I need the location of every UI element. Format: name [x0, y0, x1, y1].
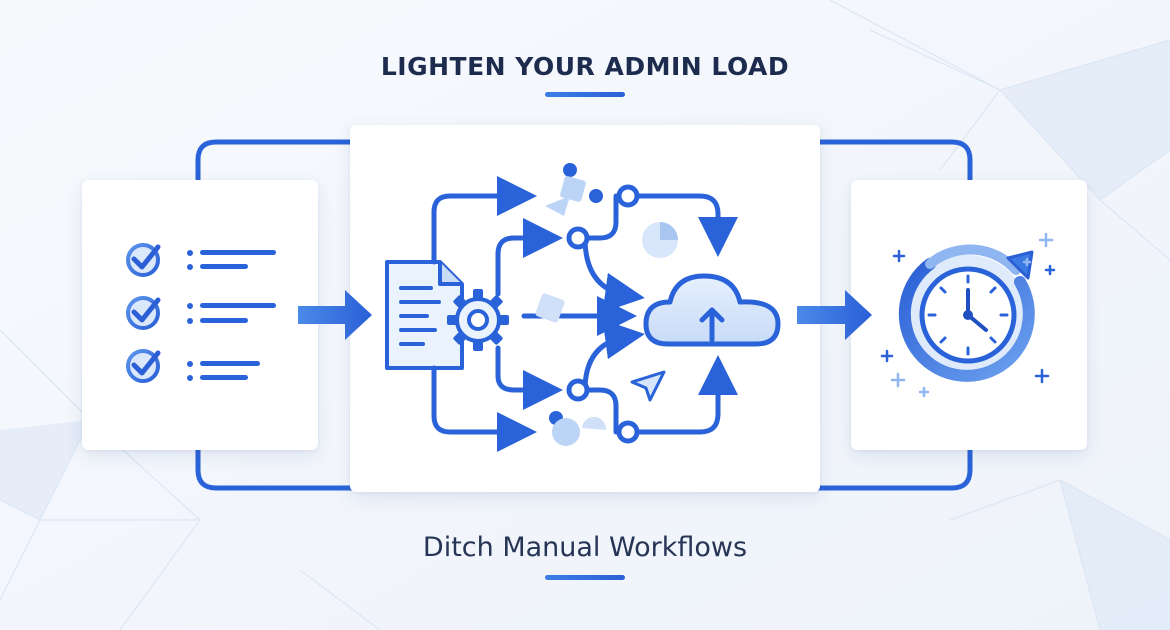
- page-title: LIGHTEN YOUR ADMIN LOAD: [380, 52, 790, 81]
- title-underline: [545, 92, 625, 97]
- sparkle-icon: [880, 232, 1056, 398]
- page-subtitle: Ditch Manual Workflows: [422, 532, 748, 563]
- pie-chart-icon: [642, 222, 678, 258]
- checklist-item: [126, 349, 260, 383]
- cloud-upload-icon: [643, 273, 781, 347]
- arrow-right-icon: [797, 290, 872, 340]
- subtitle-underline: [545, 575, 625, 580]
- cursor-icon: [630, 370, 666, 402]
- gear-icon: [447, 289, 509, 351]
- checklist-item: [126, 243, 276, 277]
- checklist-item: [126, 296, 276, 330]
- arrow-right-icon: [298, 290, 372, 340]
- left-panel-card: [82, 180, 318, 450]
- shapes-icon: [535, 163, 607, 446]
